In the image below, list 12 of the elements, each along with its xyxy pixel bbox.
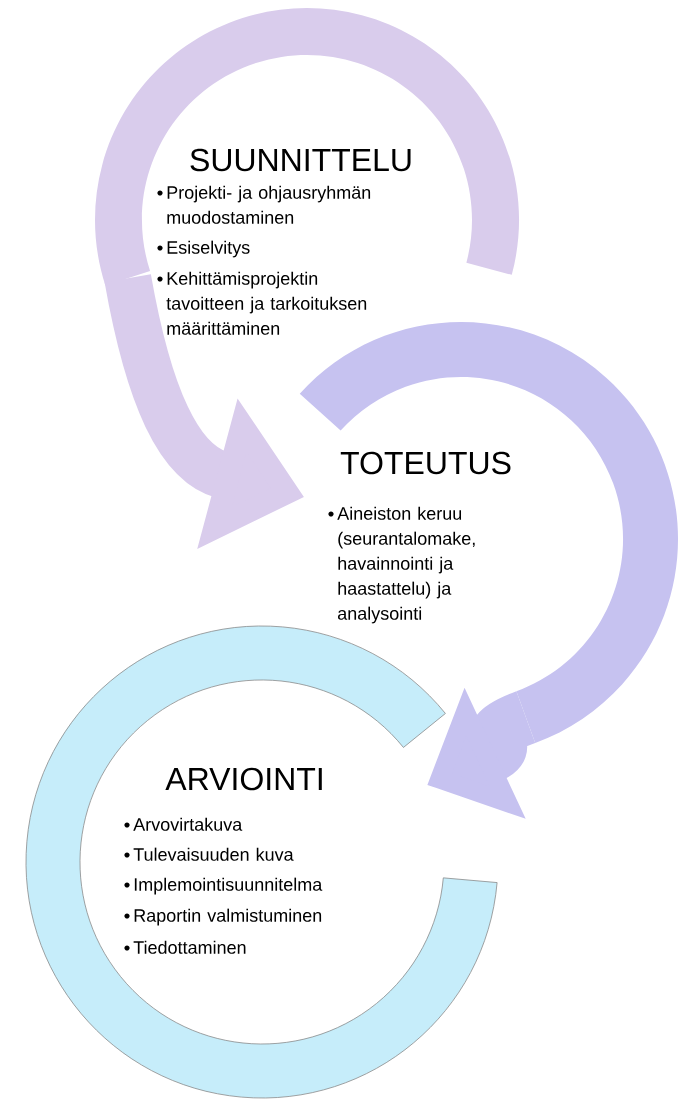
bullet-item: Tulevaisuuden kuva [124, 847, 294, 861]
bullet-item: Esiselvitys [157, 240, 250, 258]
step-heading: SUUNNITTELU [190, 148, 411, 172]
bullet-item: Implemointisuunnitelma [124, 877, 323, 895]
bullet-item: Tiedottaminen [124, 940, 246, 954]
step-heading: ARVIOINTI [165, 767, 322, 791]
step-heading: TOTEUTUS [340, 451, 511, 475]
bullet-item: Raportin valmistuminen [124, 908, 322, 926]
bullet-item: Kehittämisprojektin tavoitteen ja tarkoituksen määrittäminen [157, 271, 367, 335]
bullet-item: Projekti- ja ohjausryhmän muodostaminen [157, 185, 371, 224]
bullet-item: Aineiston keruu (seurantalomake, havainnointi ja haastattelu) ja analysointi [328, 506, 475, 624]
bullet-item: Arvovirtakuva [124, 817, 243, 831]
